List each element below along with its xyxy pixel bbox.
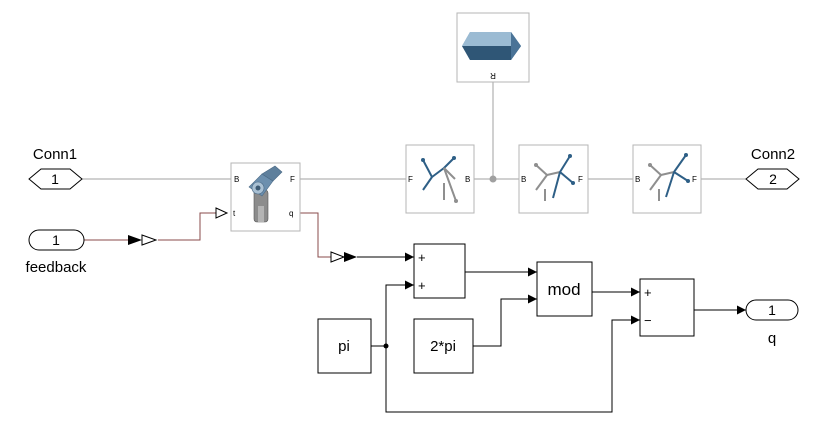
- rigid-transform-block-3[interactable]: B F: [632, 144, 702, 214]
- pi-label: pi: [338, 338, 350, 355]
- solid-port-r: R: [490, 71, 496, 80]
- conn2-port[interactable]: 2 Conn2: [745, 146, 800, 190]
- physical-junction-dot: [489, 175, 497, 183]
- transform1-port-b: B: [465, 175, 470, 184]
- sum2-sign-1: +: [644, 285, 652, 300]
- twopi-to-mod-line[interactable]: [473, 294, 537, 347]
- outport-q-label: q: [768, 330, 776, 347]
- transform2-port-b: B: [521, 175, 526, 184]
- ps-to-simulink-converter-icon[interactable]: [330, 251, 357, 263]
- joint-port-q: q: [289, 209, 293, 218]
- joint-port-f: F: [290, 175, 295, 184]
- sum1-sign-2: +: [418, 278, 426, 293]
- transform1-port-f: F: [408, 175, 413, 184]
- two-pi-constant-block[interactable]: 2*pi: [413, 318, 474, 374]
- signal-branch-dot: [383, 343, 389, 349]
- conn2-label: Conn2: [751, 146, 795, 163]
- revolute-joint-block[interactable]: B F t q: [215, 162, 301, 232]
- pi-constant-block[interactable]: pi: [317, 318, 372, 374]
- mod-label: mod: [547, 280, 580, 299]
- rigid-transform-block-2[interactable]: B F: [518, 144, 589, 214]
- connection-lines: [82, 82, 746, 413]
- sum2-sign-2: −: [644, 313, 652, 328]
- transform3-port-b: B: [635, 175, 640, 184]
- revolute-joint-icon: [248, 165, 283, 223]
- joint-t-port-arrow: [215, 207, 229, 219]
- rigid-transform-icon: [534, 154, 575, 201]
- solid-block[interactable]: R: [456, 12, 530, 83]
- rigid-transform-block-1[interactable]: F B: [405, 144, 475, 214]
- rigid-transform-icon: [648, 153, 690, 201]
- two-pi-label: 2*pi: [430, 338, 456, 355]
- feedback-label: feedback: [26, 259, 87, 276]
- feedback-inport[interactable]: 1 feedback: [26, 229, 87, 276]
- joint-q-to-converter-line[interactable]: [300, 212, 331, 258]
- solid-block-icon: [462, 32, 521, 60]
- transform2-port-f: F: [578, 175, 583, 184]
- transform3-port-f: F: [692, 175, 697, 184]
- converter-to-joint-line[interactable]: [158, 212, 216, 241]
- conn1-label: Conn1: [33, 146, 77, 163]
- sum-block-2[interactable]: + −: [639, 278, 695, 337]
- q-outport[interactable]: 1 q: [745, 299, 799, 347]
- pi-to-sum1-line[interactable]: [371, 280, 414, 347]
- sum-block-1[interactable]: + +: [413, 243, 466, 299]
- outport-q-number: 1: [768, 302, 776, 318]
- simulink-to-ps-converter-icon[interactable]: [128, 234, 158, 246]
- feedback-number: 1: [52, 232, 60, 248]
- rigid-transform-icon: [421, 156, 458, 203]
- joint-port-b: B: [234, 175, 239, 184]
- sum1-sign-1: +: [418, 250, 426, 265]
- conn1-port[interactable]: 1 Conn1: [28, 146, 83, 190]
- conn1-number: 1: [51, 171, 59, 187]
- pi-to-sum2-line[interactable]: [385, 315, 640, 413]
- conn2-number: 2: [769, 171, 777, 187]
- mod-block[interactable]: mod: [536, 261, 593, 317]
- joint-port-t: t: [233, 209, 236, 218]
